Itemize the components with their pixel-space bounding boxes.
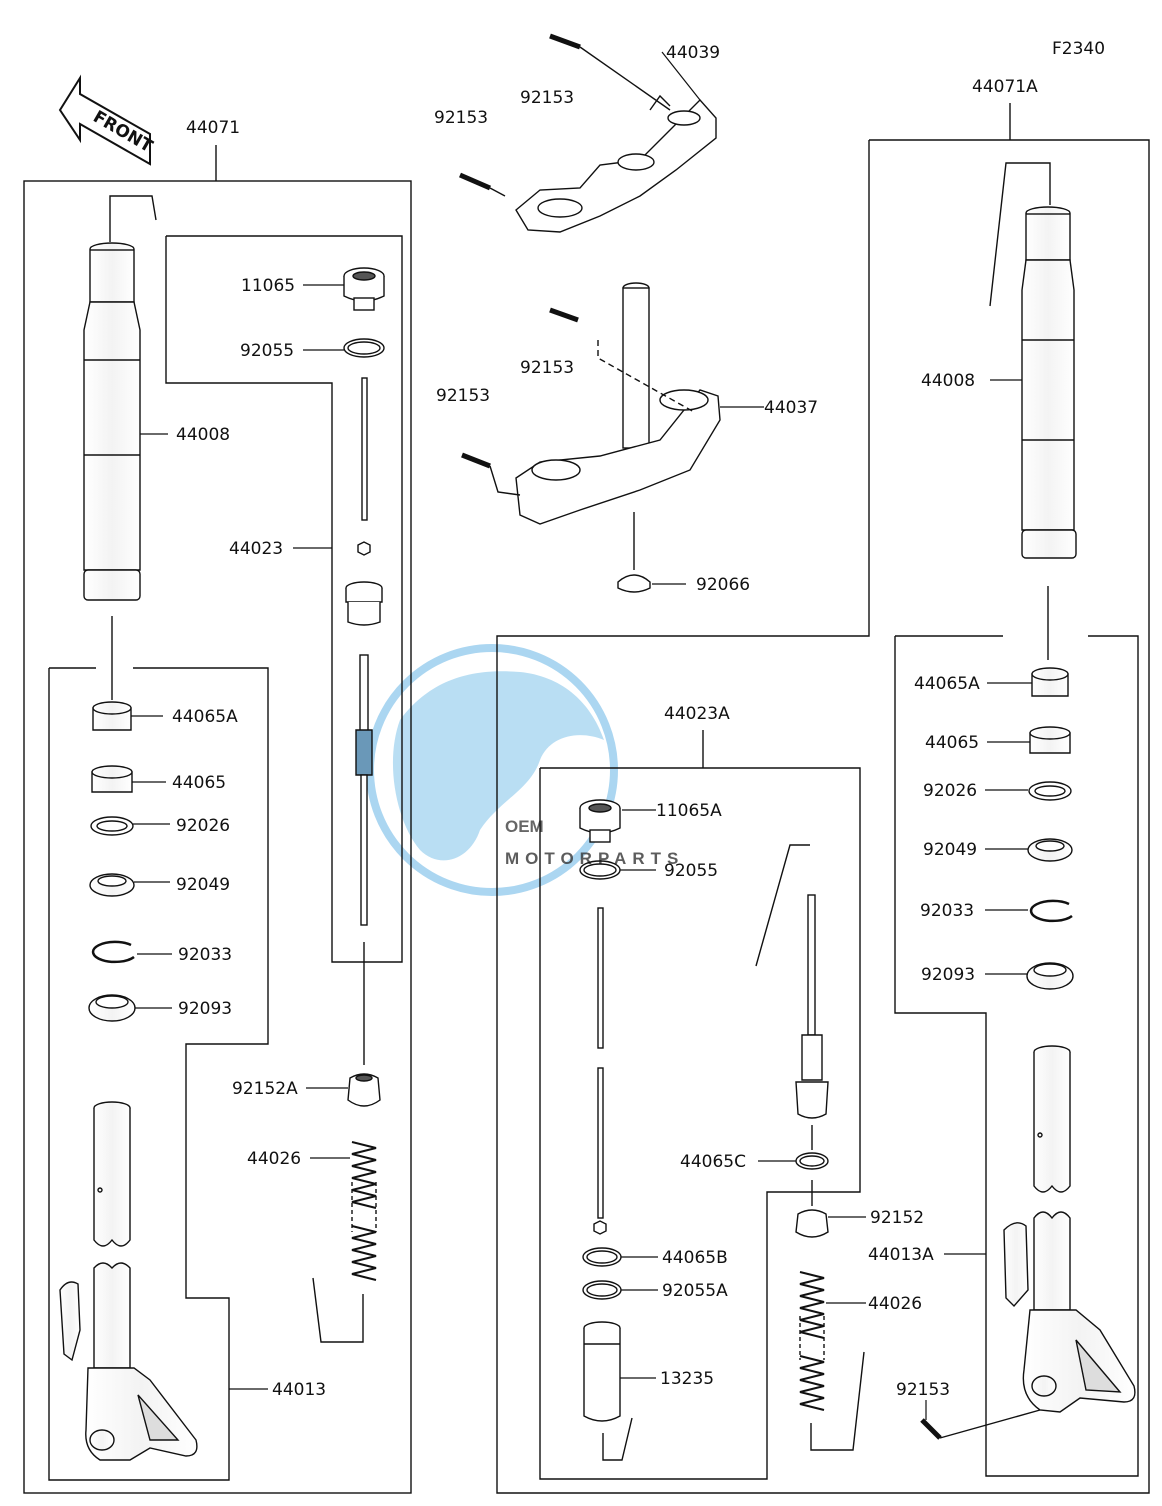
outer-tube-left bbox=[89, 249, 135, 303]
label-92033-right[interactable]: 92033 bbox=[920, 901, 974, 921]
label-92093-left[interactable]: 92093 bbox=[178, 999, 232, 1019]
label-92153-top[interactable]: 92153 bbox=[520, 88, 574, 108]
label-44026-left[interactable]: 44026 bbox=[247, 1149, 301, 1169]
label-44013[interactable]: 44013 bbox=[272, 1380, 326, 1400]
label-44065B[interactable]: 44065B bbox=[662, 1248, 728, 1268]
label-44071[interactable]: 44071 bbox=[186, 118, 240, 138]
label-92066[interactable]: 92066 bbox=[696, 575, 750, 595]
label-44013A[interactable]: 44013A bbox=[868, 1245, 934, 1265]
leader-lines bbox=[131, 51, 1032, 1420]
diagram-code: F2340 bbox=[1052, 39, 1105, 59]
part-labels: F2340 44071 44071A 44039 92153 92153 921… bbox=[172, 39, 1105, 1400]
label-92153-left[interactable]: 92153 bbox=[434, 108, 488, 128]
label-92049-right[interactable]: 92049 bbox=[923, 840, 977, 860]
label-92153-mid[interactable]: 92153 bbox=[520, 358, 574, 378]
label-92026-right[interactable]: 92026 bbox=[923, 781, 977, 801]
label-92033-left[interactable]: 92033 bbox=[178, 945, 232, 965]
right-fork-parts bbox=[920, 162, 1136, 1440]
label-11065[interactable]: 11065 bbox=[241, 276, 295, 296]
box-44013A bbox=[894, 635, 1139, 1477]
watermark-sub: MOTORPARTS bbox=[505, 849, 684, 868]
label-92026-left[interactable]: 92026 bbox=[176, 816, 230, 836]
box-44023 bbox=[165, 235, 403, 963]
label-44039[interactable]: 44039 bbox=[666, 43, 720, 63]
label-92055-top[interactable]: 92055 bbox=[240, 341, 294, 361]
left-fork-parts bbox=[59, 195, 198, 1461]
label-44023[interactable]: 44023 bbox=[229, 539, 283, 559]
left-damper-parts bbox=[312, 267, 385, 1343]
label-44037[interactable]: 44037 bbox=[764, 398, 818, 418]
label-13235[interactable]: 13235 bbox=[660, 1369, 714, 1389]
label-44026-right[interactable]: 44026 bbox=[868, 1294, 922, 1314]
lower-triple-clamp bbox=[461, 282, 721, 593]
label-44065-left[interactable]: 44065 bbox=[172, 773, 226, 793]
box-44071A bbox=[496, 139, 1150, 1494]
label-44065A-left[interactable]: 44065A bbox=[172, 707, 238, 727]
label-92055A[interactable]: 92055A bbox=[662, 1281, 728, 1301]
label-11065A[interactable]: 11065A bbox=[656, 801, 722, 821]
label-44023A[interactable]: 44023A bbox=[664, 704, 730, 724]
label-92153-right[interactable]: 92153 bbox=[896, 1380, 950, 1400]
box-44023A bbox=[539, 767, 861, 1480]
label-92152[interactable]: 92152 bbox=[870, 1208, 924, 1228]
box-44013 bbox=[48, 667, 269, 1481]
label-92152A[interactable]: 92152A bbox=[232, 1079, 298, 1099]
label-92153-lower[interactable]: 92153 bbox=[436, 386, 490, 406]
label-44071A[interactable]: 44071A bbox=[972, 77, 1038, 97]
label-92049-left[interactable]: 92049 bbox=[176, 875, 230, 895]
label-44065A-right[interactable]: 44065A bbox=[914, 674, 980, 694]
label-44008-right[interactable]: 44008 bbox=[921, 371, 975, 391]
label-44065-right[interactable]: 44065 bbox=[925, 733, 979, 753]
label-92055-a[interactable]: 92055 bbox=[664, 861, 718, 881]
upper-triple-clamp bbox=[459, 33, 717, 233]
right-damper-parts bbox=[579, 799, 865, 1461]
watermark-logo: OEM bbox=[505, 817, 544, 836]
front-arrow-icon: FRONT bbox=[58, 74, 156, 166]
label-44065C[interactable]: 44065C bbox=[680, 1152, 746, 1172]
box-44071 bbox=[23, 180, 412, 1494]
label-92093-right[interactable]: 92093 bbox=[921, 965, 975, 985]
label-44008-left[interactable]: 44008 bbox=[176, 425, 230, 445]
watermark: OEM MOTORPARTS bbox=[366, 644, 684, 896]
